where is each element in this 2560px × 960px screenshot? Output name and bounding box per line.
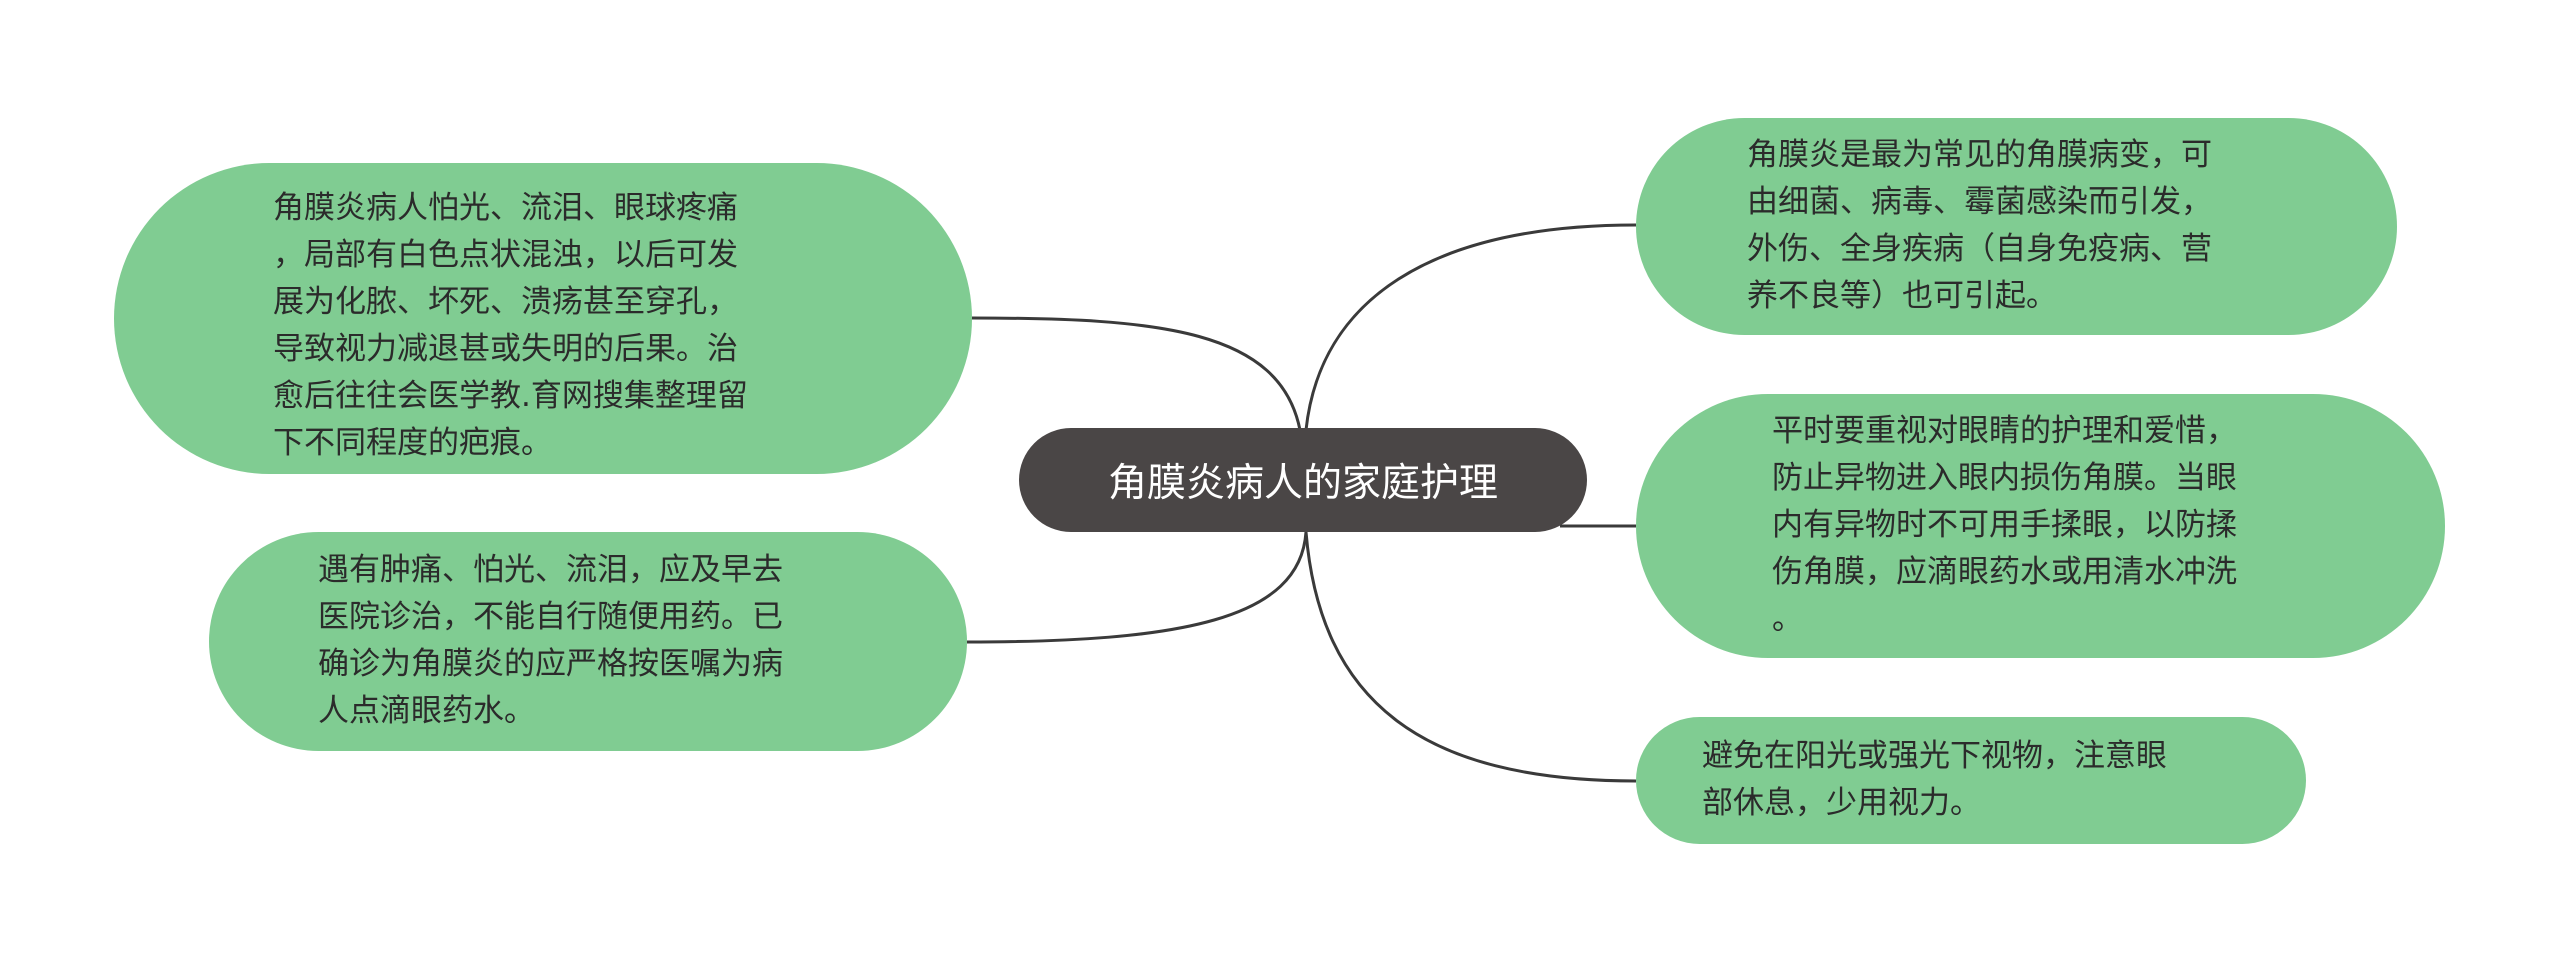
topic-text: 避免在阳光或强光下视物，注意眼 部休息，少用视力。	[1702, 738, 2167, 821]
topic-right-3[interactable]: 避免在阳光或强光下视物，注意眼 部休息，少用视力。	[1636, 717, 2306, 844]
topic-text: 角膜炎病人怕光、流泪、眼球疼痛 ，局部有白色点状混浊，以后可发 展为化脓、坏死、…	[273, 190, 748, 461]
central-topic-label: 角膜炎病人的家庭护理	[1107, 461, 1498, 506]
topic-right-1[interactable]: 角膜炎是最为常见的角膜病变，可 由细菌、病毒、霉菌感染而引发， 外伤、全身疾病（…	[1636, 118, 2397, 335]
connector-left-1	[971, 316, 1302, 431]
topic-text: 角膜炎是最为常见的角膜病变，可 由细菌、病毒、霉菌感染而引发， 外伤、全身疾病（…	[1747, 137, 2212, 314]
topic-left-2[interactable]: 遇有肿痛、怕光、流泪，应及早去 医院诊治，不能自行随便用药。已 确诊为角膜炎的应…	[209, 532, 967, 751]
connector-left-2	[966, 531, 1308, 644]
topic-right-2[interactable]: 平时要重视对眼睛的护理和爱惜， 防止异物进入眼内损伤角膜。当眼 内有异物时不可用…	[1636, 394, 2445, 658]
topic-text: 遇有肿痛、怕光、流泪，应及早去 医院诊治，不能自行随便用药。已 确诊为角膜炎的应…	[318, 552, 783, 729]
connector-right-1	[1304, 223, 1637, 431]
central-topic[interactable]: 角膜炎病人的家庭护理	[1019, 428, 1587, 532]
connector-right-3	[1304, 531, 1637, 783]
topic-text: 平时要重视对眼睛的护理和爱惜， 防止异物进入眼内损伤角膜。当眼 内有异物时不可用…	[1772, 413, 2237, 637]
topic-left-1[interactable]: 角膜炎病人怕光、流泪、眼球疼痛 ，局部有白色点状混浊，以后可发 展为化脓、坏死、…	[114, 163, 972, 474]
